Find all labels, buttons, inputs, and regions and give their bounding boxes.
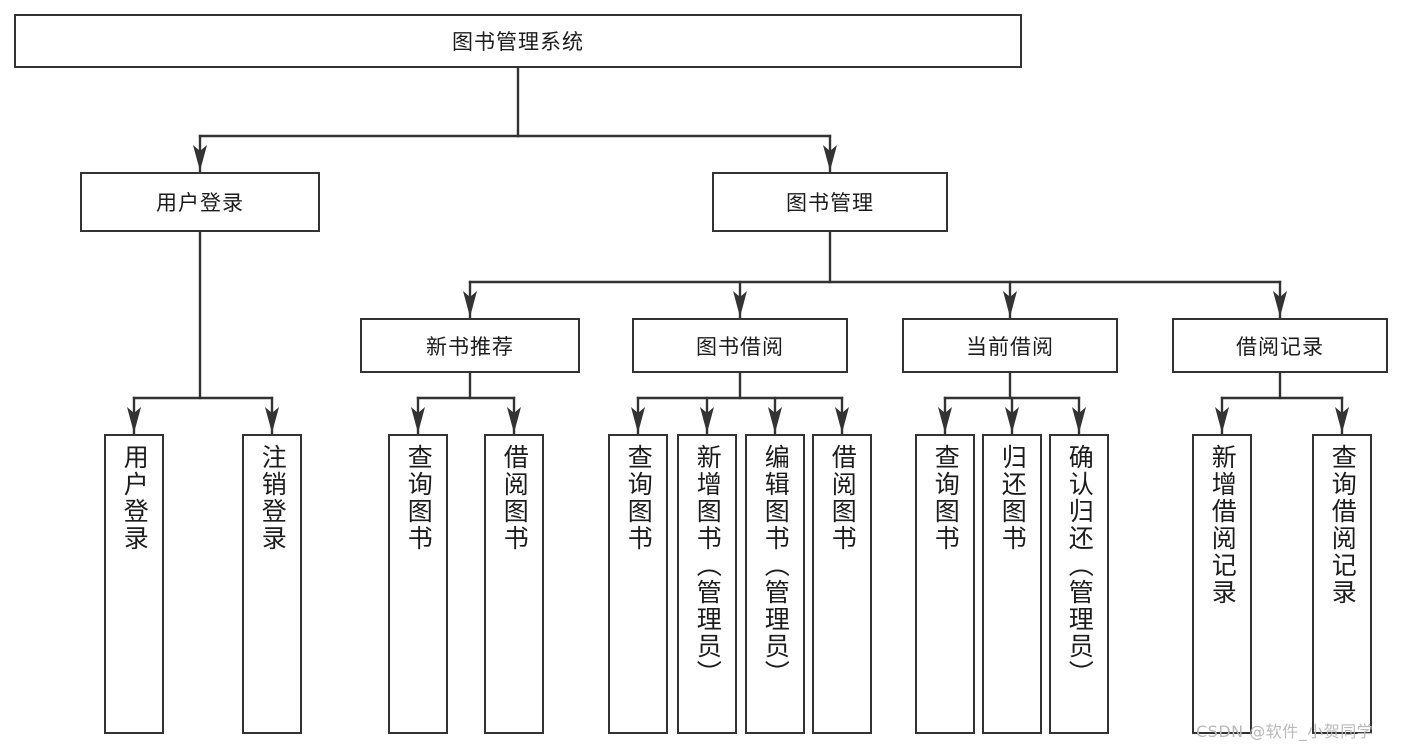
arrowhead-icon	[733, 291, 747, 317]
node-new-book-rec[interactable]: 新书推荐	[360, 318, 580, 373]
node-leaf-user-logout[interactable]: 注销登录	[242, 434, 302, 734]
arrowhead-icon	[127, 407, 141, 433]
node-label: 查询图书	[404, 444, 434, 552]
node-leaf-borrow-book-2[interactable]: 借阅图书	[812, 434, 872, 734]
node-root[interactable]: 图书管理系统	[14, 14, 1022, 68]
node-leaf-add-record[interactable]: 新增借阅记录	[1192, 434, 1252, 734]
arrowhead-icon	[411, 407, 425, 433]
node-label: 借阅记录	[1236, 334, 1324, 359]
arrowhead-icon	[1072, 407, 1086, 433]
node-label: 新增图书（管理员）	[693, 444, 723, 687]
arrowhead-icon	[507, 407, 521, 433]
arrowhead-icon	[700, 407, 714, 433]
node-label: 当前借阅	[966, 334, 1054, 359]
arrowhead-icon	[835, 407, 849, 433]
arrowhead-icon	[1003, 291, 1017, 317]
node-label: 查询借阅记录	[1328, 444, 1358, 606]
node-label: 注销登录	[258, 444, 288, 552]
node-leaf-edit-book[interactable]: 编辑图书（管理员）	[745, 434, 805, 734]
arrowhead-icon	[631, 407, 645, 433]
arrowhead-icon	[265, 407, 279, 433]
node-label: 借阅图书	[828, 444, 858, 552]
node-label: 图书借阅	[696, 334, 784, 359]
node-book-borrow[interactable]: 图书借阅	[632, 318, 848, 373]
node-leaf-borrow-book-1[interactable]: 借阅图书	[484, 434, 544, 734]
node-leaf-user-login[interactable]: 用户登录	[104, 434, 164, 734]
node-leaf-query-book-3[interactable]: 查询图书	[915, 434, 975, 734]
node-label: 新增借阅记录	[1208, 444, 1238, 606]
node-label: 新书推荐	[426, 334, 514, 359]
node-label: 归还图书	[998, 444, 1028, 552]
node-label: 图书管理系统	[452, 30, 584, 54]
node-current-borrow[interactable]: 当前借阅	[902, 318, 1118, 373]
arrowhead-icon	[938, 407, 952, 433]
arrowhead-icon	[463, 291, 477, 317]
node-leaf-confirm-ret[interactable]: 确认归还（管理员）	[1049, 434, 1109, 734]
arrowhead-icon	[1335, 407, 1349, 433]
node-label: 用户登录	[156, 191, 244, 215]
node-user-login[interactable]: 用户登录	[80, 172, 320, 232]
node-label: 查询图书	[624, 444, 654, 552]
node-leaf-query-book-2[interactable]: 查询图书	[608, 434, 668, 734]
arrowhead-icon	[1005, 407, 1019, 433]
node-label: 确认归还（管理员）	[1065, 444, 1095, 687]
node-label: 图书管理	[786, 191, 874, 215]
arrowhead-icon	[1273, 291, 1287, 317]
node-leaf-return-book[interactable]: 归还图书	[982, 434, 1042, 734]
node-leaf-query-record[interactable]: 查询借阅记录	[1312, 434, 1372, 734]
arrowhead-icon	[1215, 407, 1229, 433]
node-book-manage[interactable]: 图书管理	[712, 172, 948, 232]
node-label: 查询图书	[931, 444, 961, 552]
node-label: 编辑图书（管理员）	[761, 444, 791, 687]
arrowhead-icon	[193, 145, 207, 171]
node-label: 借阅图书	[500, 444, 530, 552]
node-label: 用户登录	[120, 444, 150, 552]
arrowhead-icon	[768, 407, 782, 433]
node-leaf-add-book[interactable]: 新增图书（管理员）	[677, 434, 737, 734]
arrowhead-icon	[823, 145, 837, 171]
node-borrow-record[interactable]: 借阅记录	[1172, 318, 1388, 373]
node-leaf-query-book-1[interactable]: 查询图书	[388, 434, 448, 734]
